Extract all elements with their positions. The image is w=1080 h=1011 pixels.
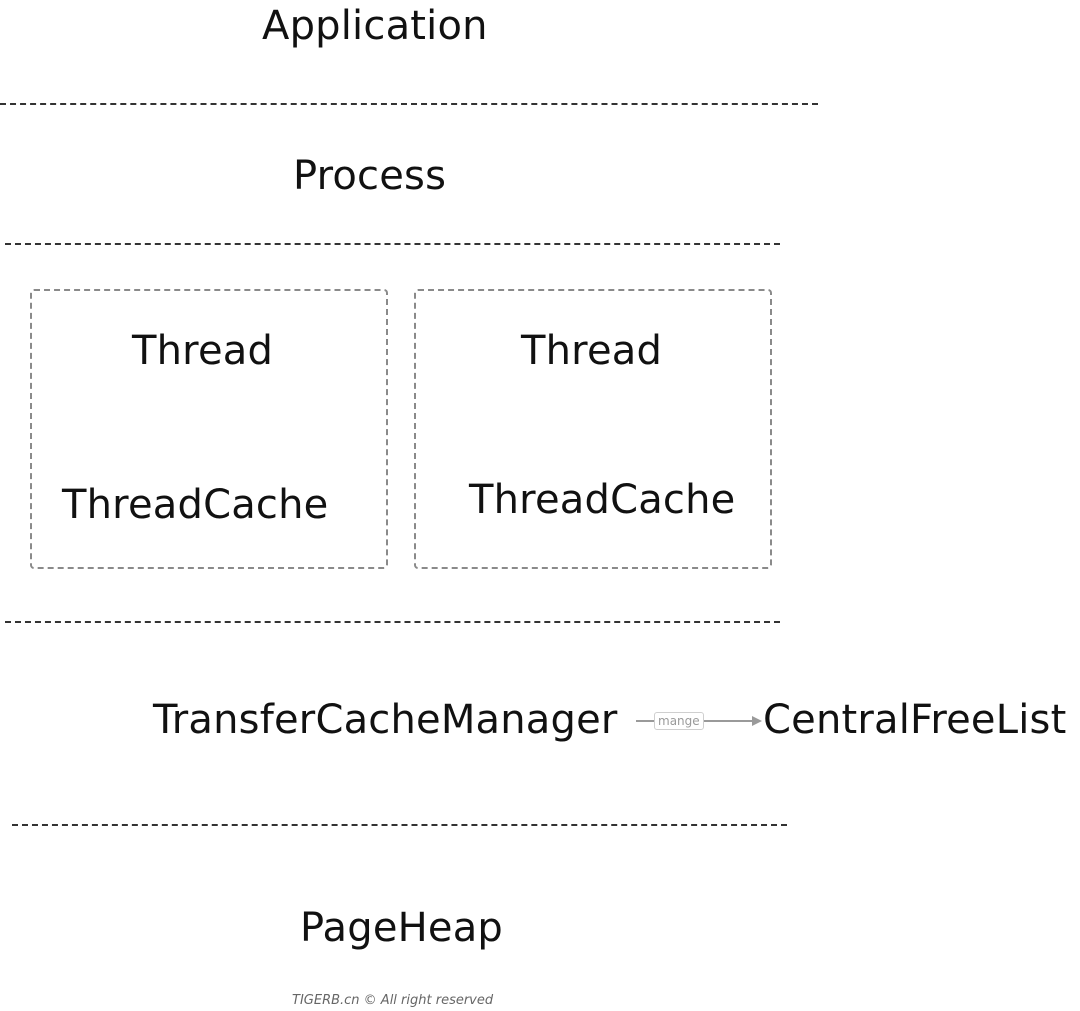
thread-2-label: Thread xyxy=(521,328,663,374)
separator-threads-transfer xyxy=(5,621,780,623)
thread-2-cache-label: ThreadCache xyxy=(469,477,736,523)
copyright-footer: TIGERB.cn © All right reserved xyxy=(292,993,494,1008)
transfer-cache-manager-label: TransferCacheManager xyxy=(153,697,618,743)
separator-process-threads xyxy=(5,243,780,245)
thread-box-1 xyxy=(30,289,388,569)
manage-arrow-label: mange xyxy=(654,712,704,730)
thread-1-label: Thread xyxy=(132,328,274,374)
layer-application-label: Application xyxy=(262,3,488,49)
central-free-list-label: CentralFreeList xyxy=(763,697,1067,743)
thread-box-2 xyxy=(414,289,772,569)
manage-arrow: mange xyxy=(636,712,762,732)
separator-application-process xyxy=(0,103,818,105)
page-heap-label: PageHeap xyxy=(300,905,504,951)
layer-process-label: Process xyxy=(293,153,447,199)
separator-transfer-pageheap xyxy=(12,824,787,826)
thread-1-cache-label: ThreadCache xyxy=(62,482,329,528)
arrow-head-icon xyxy=(752,716,762,726)
